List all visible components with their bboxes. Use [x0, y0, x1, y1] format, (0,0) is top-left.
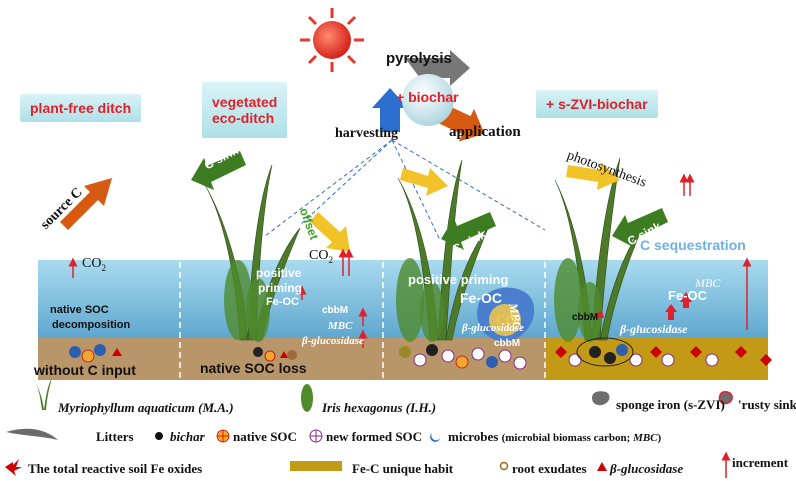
native-soc-decomp-line1: native SOC — [50, 304, 109, 316]
source-c-arrow-icon — [60, 178, 112, 230]
fe-c-habit-layer — [545, 338, 768, 380]
c-sink-arrow-icon-3 — [612, 208, 668, 248]
pyrolysis-label: pyrolysis — [386, 50, 452, 67]
legend-sponge-iron-icon — [592, 391, 610, 406]
biochar-sphere-icon — [402, 74, 454, 126]
legend-bichar-label: bichar — [170, 429, 205, 444]
offset-arrow-icon — [310, 212, 350, 252]
positive-priming-label-3: positive priming — [408, 272, 509, 287]
native-soc-decomp-line2: decomposition — [52, 319, 131, 331]
legend-icons — [5, 378, 733, 478]
legend-new-soc-icon — [309, 429, 323, 443]
legend-rusty-sink-label: 'rusty sink' — [738, 397, 796, 412]
c-sink-arrow-icon-1 — [191, 151, 246, 190]
application-label: application — [449, 124, 521, 140]
legend-iris-icon — [301, 384, 313, 412]
without-c-input-label: without C input — [34, 362, 136, 378]
priming-label-2: priming — [258, 281, 302, 295]
legend-root-exudates-icon — [499, 461, 509, 471]
pyrolysis-cycle — [372, 50, 485, 142]
legend-myriophyllum-icon — [33, 378, 52, 410]
legend-fe-c-habit-label: Fe-C unique habit — [352, 461, 454, 476]
beta-gluc-label-3: β-glucosidase — [462, 322, 524, 334]
legend-native-soc-icon — [216, 429, 230, 443]
legend-fe-oxides-icon — [5, 459, 22, 476]
legend-native-soc-label: native SOC — [233, 429, 297, 444]
legend-litters-label: Litters — [96, 429, 134, 444]
mbc-label-2: MBC — [328, 320, 353, 332]
legend-fe-oxides-label: The total reactive soil Fe oxides — [28, 461, 203, 476]
c-sequestration-label: C sequestration — [640, 237, 746, 253]
fe-oc-label-3: Fe-OC — [460, 290, 502, 306]
fe-oc-label-2: Fe-OC — [266, 296, 299, 308]
native-soc-loss-label: native SOC loss — [200, 360, 307, 376]
legend-ma-label: Myriophyllum aquaticum (M.A.) — [58, 400, 234, 415]
yellow-harvest-arrow-icon — [400, 168, 448, 196]
legend-microbes-label: microbes (microbial biomass carbon; MBC) — [448, 429, 662, 444]
myriophyllum-plant-icon — [224, 258, 602, 342]
legend-beta-gluc-icon — [597, 462, 607, 471]
legend-beta-gluc-label: β-glucosidase — [610, 461, 684, 476]
mbc-label-4: MBC — [695, 276, 721, 290]
sun-icon — [300, 8, 364, 72]
cbbm-label-4: cbbM — [572, 312, 599, 323]
legend-ih-label: Iris hexagonus (I.H.) — [322, 400, 437, 415]
co2-label-1: CO2 — [82, 256, 106, 273]
legend-new-soc-label: new formed SOC — [326, 429, 423, 444]
increment-arrows — [68, 173, 752, 348]
positive-label-2: positive — [256, 266, 302, 280]
harvest-dashed-lines — [264, 139, 546, 241]
legend-microbes-icon — [430, 433, 440, 442]
panel-label-szvi-biochar: + s-ZVI-biochar — [536, 90, 658, 118]
biochar-label: + biochar — [396, 89, 459, 105]
fe-oc-label-4: Fe-OC — [668, 288, 707, 303]
legend-rusty-sink-icon — [718, 391, 733, 405]
beta-gluc-label-2: β-glucosidase — [302, 335, 364, 347]
soil-particles — [69, 337, 772, 370]
legend-litters-icon — [6, 428, 58, 440]
harvesting-label: harvesting — [335, 126, 398, 141]
blue-arrow-icon — [372, 88, 408, 132]
legend-fe-c-habit-icon — [290, 461, 342, 471]
beta-gluc-label-4: β-glucosidase — [620, 322, 688, 336]
legend-bichar-icon — [155, 432, 163, 440]
legend-increment-label: increment — [732, 455, 789, 470]
photosynthesis-arrow-icon — [566, 162, 620, 190]
legend-sponge-iron-label: sponge iron (s-ZVI) — [616, 397, 725, 412]
c-sink-arrow-icon-2 — [441, 212, 496, 250]
co2-label-2: CO2 — [309, 248, 333, 265]
panel-label-plant-free: plant-free ditch — [20, 94, 142, 122]
mbc-blob — [477, 287, 535, 342]
co-label-3: CO — [496, 312, 516, 327]
legend-root-exudates-label: root exudates — [512, 461, 587, 476]
cbbm-label-2: cbbM — [322, 305, 349, 316]
cbbm-label-3: cbbM — [494, 338, 521, 349]
fe-oc-red-arrows — [592, 292, 692, 320]
